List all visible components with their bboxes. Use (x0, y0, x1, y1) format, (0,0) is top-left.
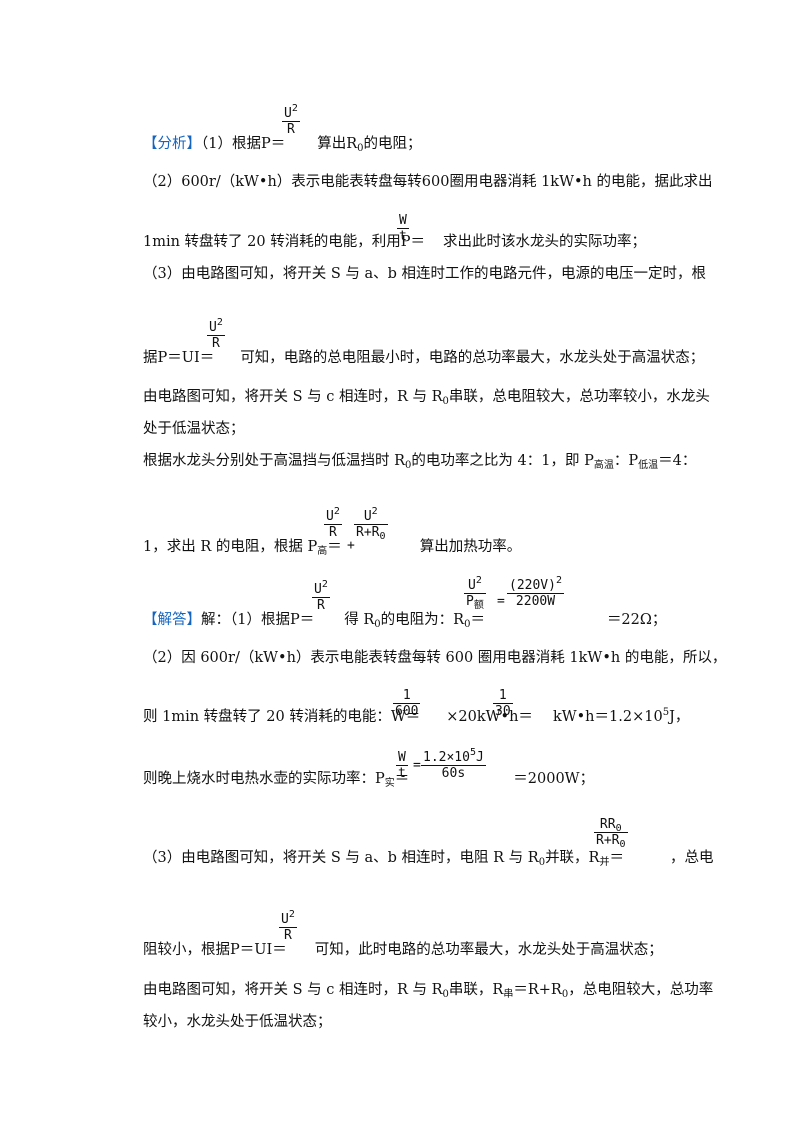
fraction-1-over-600: 1 600 (393, 688, 421, 719)
analysis-line-5: 据P＝UI＝可知，电路的总电阻最小时，电路的总功率最大，水龙头处于高温状态； (143, 350, 705, 366)
solution-tag: 【解答】 (143, 612, 201, 628)
solution-line-1: 【解答】解：（1）根据P＝得 R0的电阻为：R0＝＝22Ω； (143, 612, 667, 630)
fraction-w-over-t: W t (397, 213, 409, 244)
fraction-w-over-t: W t (396, 750, 408, 781)
solution-line-6: 阻较小，根据P＝UI＝可知，此时电路的总功率最大，水龙头处于高温状态； (143, 942, 663, 958)
analysis-line-1: 【分析】（1）根据P＝算出R0的电阻； (143, 136, 422, 154)
solution-line-3: 则 1min 转盘转了 20 转消耗的电能：W＝×20kW•h＝kW•h＝1.2… (143, 707, 690, 726)
fraction-220v2-over-2200w: (220V)2 2200W (507, 575, 564, 609)
fraction-u2-over-r: U2 R (324, 506, 342, 540)
fraction-energy-over-time: 1.2×105J 60s (421, 747, 486, 781)
solution-line-7: 由电路图可知，将开关 S 与 c 相连时，R 与 R0串联，R串＝R+R0，总电… (143, 982, 714, 1000)
fraction-u2-over-r: U2 R (279, 909, 297, 943)
analysis-line-9: 1，求出 R 的电阻，根据 P高＝算出加热功率。 (143, 539, 522, 557)
fraction-u2-over-r: U2 R (207, 317, 225, 351)
solution-line-5: （3）由电路图可知，将开关 S 与 a、b 相连时，电阻 R 与 R0并联，R并… (143, 850, 714, 868)
fraction-rr0-over-r-plus-r0: RR0 R+R0 (594, 817, 628, 850)
analysis-tag: 【分析】 (143, 136, 201, 152)
fraction-u2-over-p-rated: U2 P额 (464, 575, 486, 611)
equals-sign: = (413, 758, 421, 773)
analysis-line-6: 由电路图可知，将开关 S 与 c 相连时，R 与 R0串联，总电阻较大，总功率较… (143, 389, 710, 407)
fraction-u2-over-r: U2 R (282, 103, 300, 137)
equals-sign: = (497, 594, 505, 609)
analysis-line-7: 处于低温状态； (143, 421, 245, 437)
fraction-1-over-30: 1 30 (493, 688, 513, 719)
analysis-line-8: 根据水龙头分别处于高温挡与低温挡时 R0的电功率之比为 4：1，即 P高温：P低… (143, 453, 697, 471)
solution-line-4: 则晚上烧水时电热水壶的实际功率：P实＝＝2000W； (143, 771, 595, 789)
plus-sign: + (347, 538, 355, 553)
fraction-u2-over-r-plus-r0: U2 R+R0 (354, 506, 388, 542)
fraction-u2-over-r: U2 R (312, 579, 330, 613)
solution-line-8: 较小，水龙头处于低温状态； (143, 1014, 332, 1030)
analysis-line-3: 1min 转盘转了 20 转消耗的电能，利用P＝求出此时该水龙头的实际功率； (143, 234, 646, 250)
analysis-line-4: （3）由电路图可知，将开关 S 与 a、b 相连时工作的电路元件，电源的电压一定… (143, 266, 707, 282)
analysis-line-2: （2）600r/（kW•h）表示电能表转盘每转600圈用电器消耗 1kW•h 的… (143, 174, 713, 190)
solution-line-2: （2）因 600r/（kW•h）表示电能表转盘每转 600 圈用电器消耗 1kW… (143, 650, 727, 666)
